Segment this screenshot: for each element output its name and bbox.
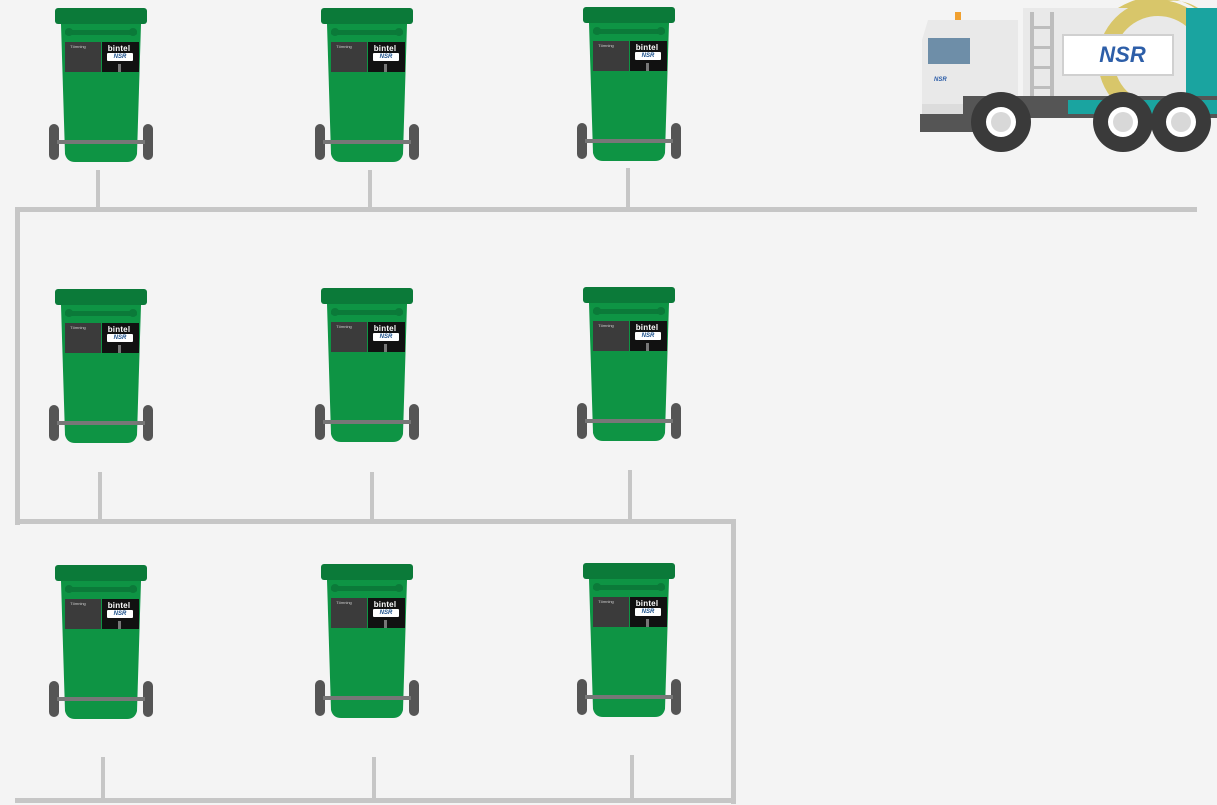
truck-logo: NSR (1075, 40, 1170, 70)
bin-brand-tag: bintel (631, 323, 663, 332)
connector-2 (368, 170, 372, 212)
bin-label: Tömning (62, 601, 94, 606)
bin-brand-tag: bintel (369, 324, 401, 333)
bin-logo-tag: NSR (635, 332, 661, 340)
route-line-top (15, 207, 1197, 212)
route-line-right (731, 519, 736, 804)
waste-bin-icon (575, 285, 683, 445)
bin-logo-tag: NSR (107, 334, 133, 342)
bin-brand-tag: bintel (103, 325, 135, 334)
bin-label: Tömning (590, 43, 622, 48)
waste-bin-icon (313, 562, 421, 722)
route-line-middle (15, 519, 735, 524)
connector-1 (96, 170, 100, 212)
connector-6 (628, 470, 632, 522)
waste-bin-icon (47, 563, 155, 723)
bin-logo-tag: NSR (373, 53, 399, 61)
waste-bin-icon (575, 5, 683, 165)
waste-bin-icon (47, 287, 155, 447)
route-line-left (15, 207, 20, 525)
bin-label: Tömning (62, 325, 94, 330)
connector-3 (626, 168, 630, 212)
bin-label: Tömning (328, 44, 360, 49)
bin-logo-tag: NSR (373, 609, 399, 617)
bin-brand-tag: bintel (369, 600, 401, 609)
bin-logo-tag: NSR (635, 608, 661, 616)
waste-bin-icon (313, 286, 421, 446)
bin-brand-tag: bintel (103, 601, 135, 610)
connector-9 (630, 755, 634, 802)
connector-7 (101, 757, 105, 802)
bin-logo-tag: NSR (107, 53, 133, 61)
bin-brand-tag: bintel (631, 599, 663, 608)
bin-label: Tömning (328, 324, 360, 329)
truck-cab-logo: NSR (934, 77, 964, 83)
connector-8 (372, 757, 376, 802)
waste-bin-icon (47, 6, 155, 166)
bin-logo-tag: NSR (107, 610, 133, 618)
bin-brand-tag: bintel (631, 43, 663, 52)
bin-brand-tag: bintel (103, 44, 135, 53)
bin-label: Tömning (62, 44, 94, 49)
connector-5 (370, 472, 374, 522)
connector-4 (98, 472, 102, 522)
bin-label: Tömning (590, 599, 622, 604)
bin-logo-tag: NSR (373, 333, 399, 341)
bin-brand-tag: bintel (369, 44, 401, 53)
bin-label: Tömning (328, 600, 360, 605)
bin-logo-tag: NSR (635, 52, 661, 60)
waste-bin-icon (575, 561, 683, 721)
bin-label: Tömning (590, 323, 622, 328)
waste-bin-icon (313, 6, 421, 166)
